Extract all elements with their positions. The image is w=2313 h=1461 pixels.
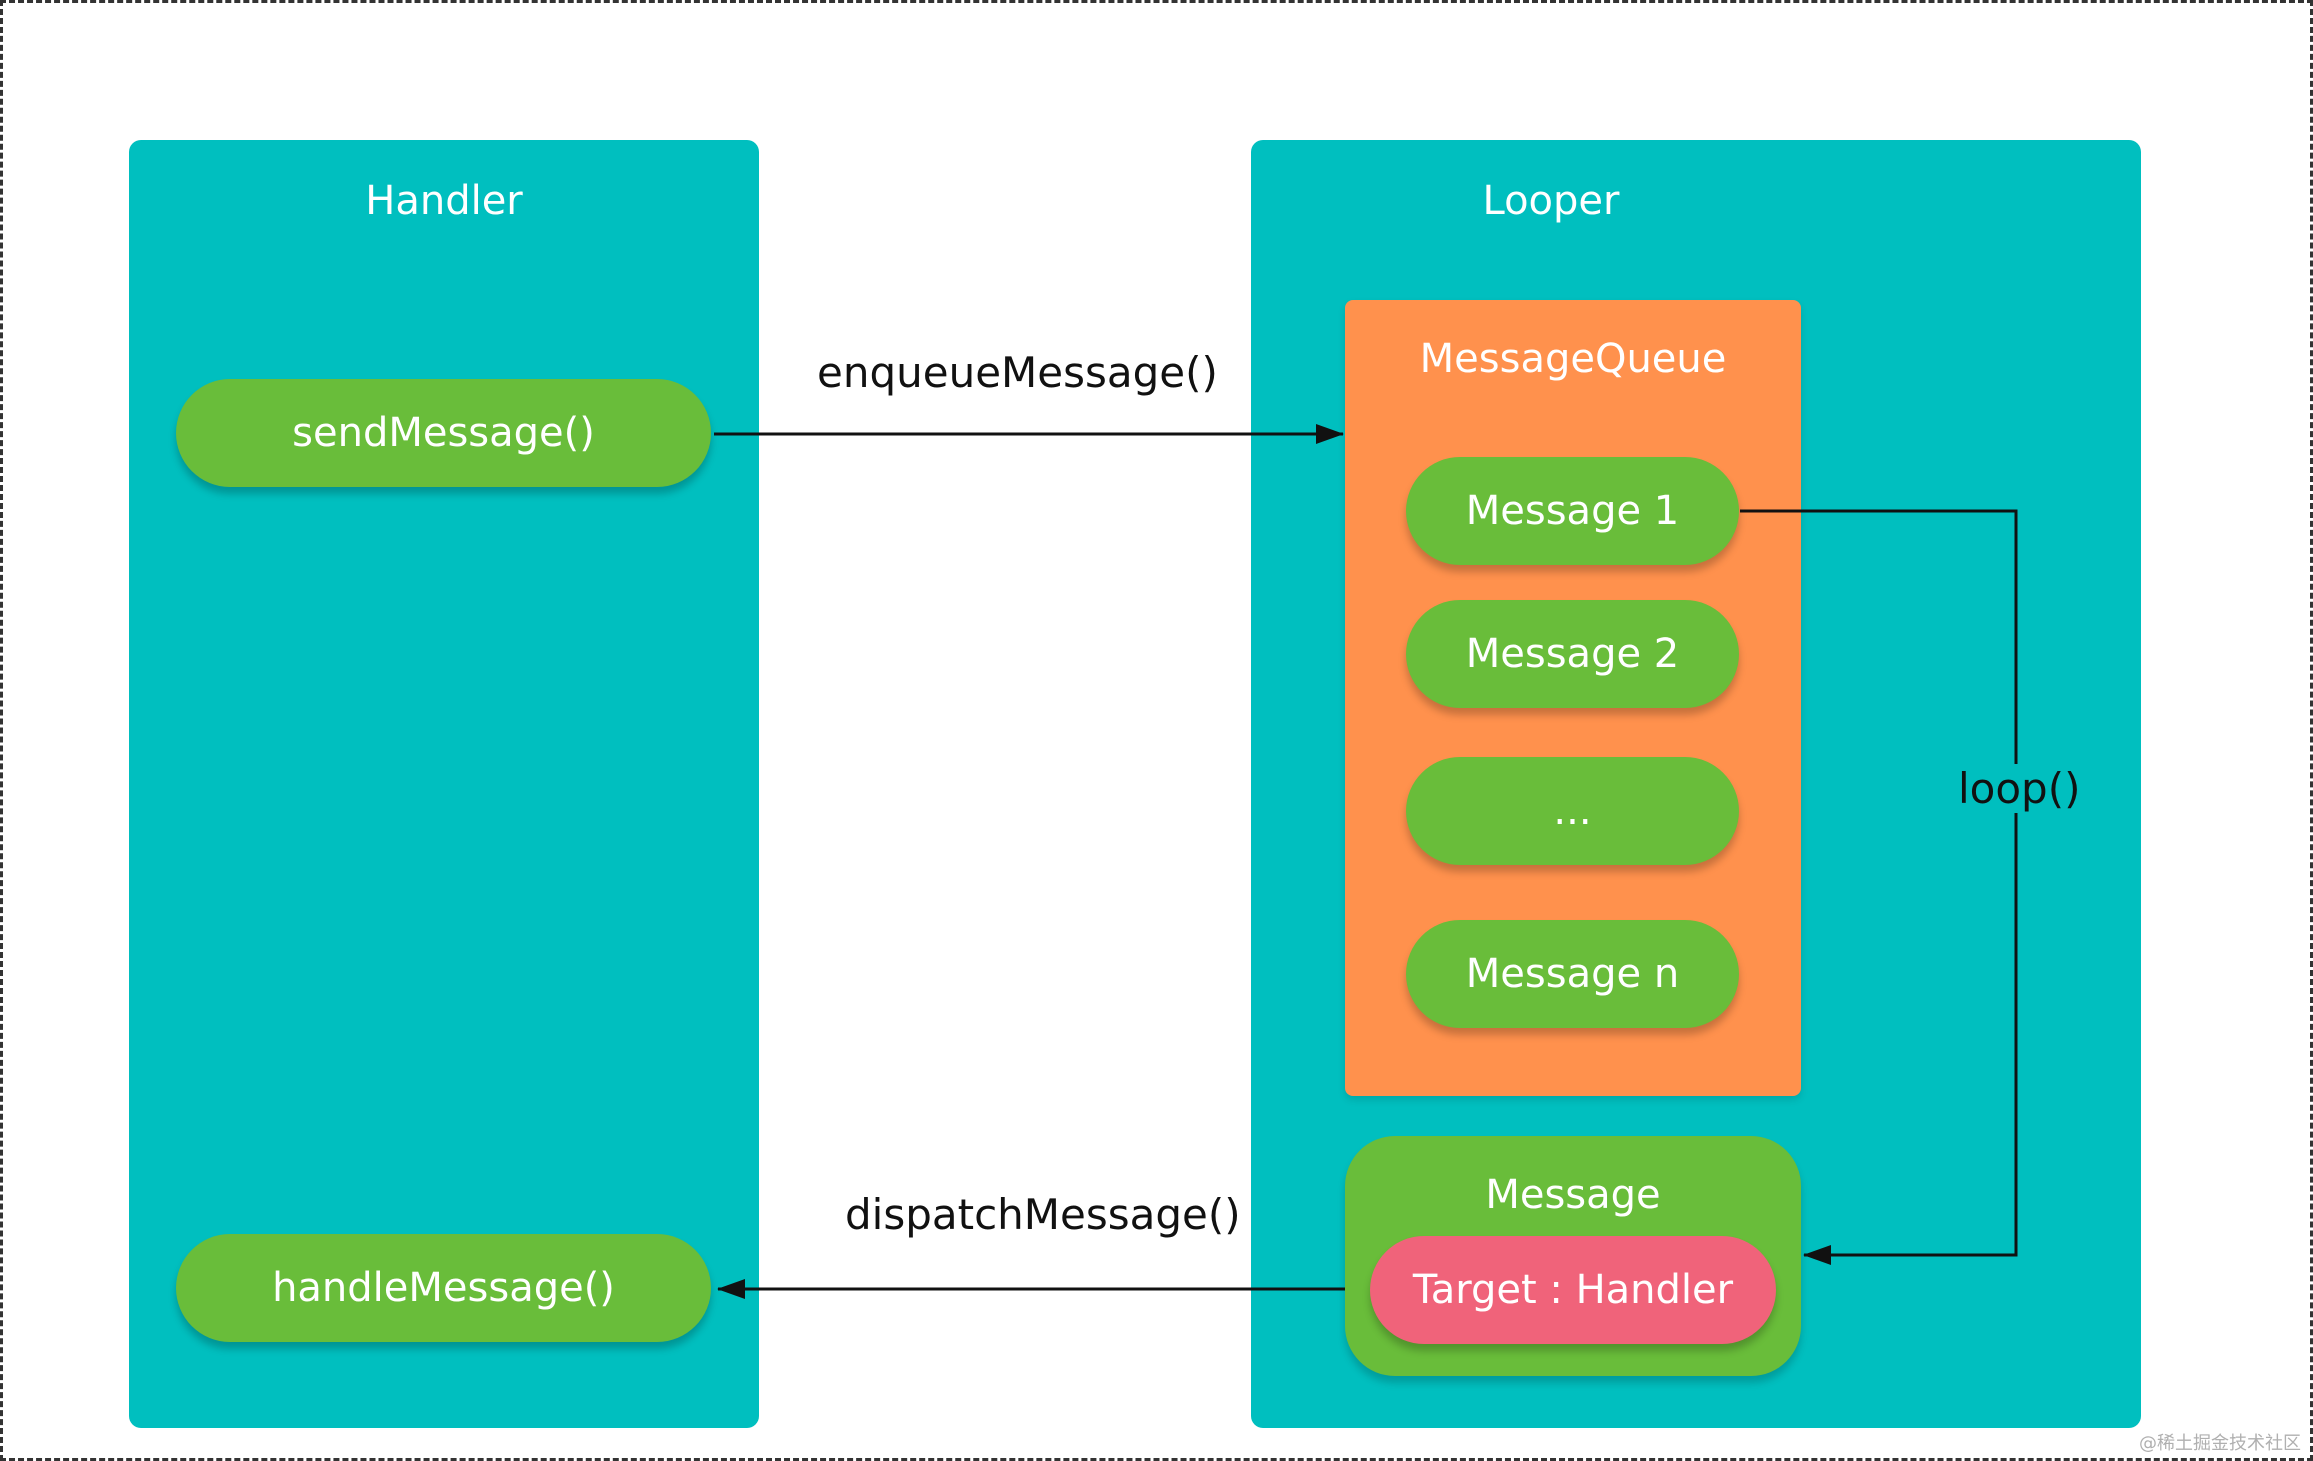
dispatched-message-title: Message bbox=[1485, 1172, 1661, 1218]
queue-message-item: ... bbox=[1406, 757, 1739, 865]
handle-message-node: handleMessage() bbox=[176, 1234, 711, 1342]
watermark: @稀土掘金技术社区 bbox=[2139, 1433, 2301, 1454]
target-handler-node: Target : Handler bbox=[1370, 1236, 1776, 1344]
loop-label: loop() bbox=[1954, 764, 2085, 813]
message-queue-title: MessageQueue bbox=[1419, 336, 1727, 382]
dispatched-message: Message Target : Handler bbox=[1345, 1136, 1801, 1376]
queue-message-item: Message 2 bbox=[1406, 600, 1739, 708]
looper-title: Looper bbox=[1482, 178, 1620, 224]
loop-arrow bbox=[1740, 509, 2018, 1265]
send-message-node: sendMessage() bbox=[176, 379, 711, 487]
queue-message-item: Message n bbox=[1406, 920, 1739, 1028]
queue-message-item: Message 1 bbox=[1406, 457, 1739, 565]
message-queue: MessageQueue Message 1 Message 2 ... Mes… bbox=[1345, 300, 1801, 1096]
dispatch-label: dispatchMessage() bbox=[845, 1190, 1241, 1239]
enqueue-label: enqueueMessage() bbox=[817, 348, 1218, 397]
handler-panel: Handler sendMessage() handleMessage() bbox=[129, 140, 759, 1428]
handler-title: Handler bbox=[365, 178, 523, 224]
